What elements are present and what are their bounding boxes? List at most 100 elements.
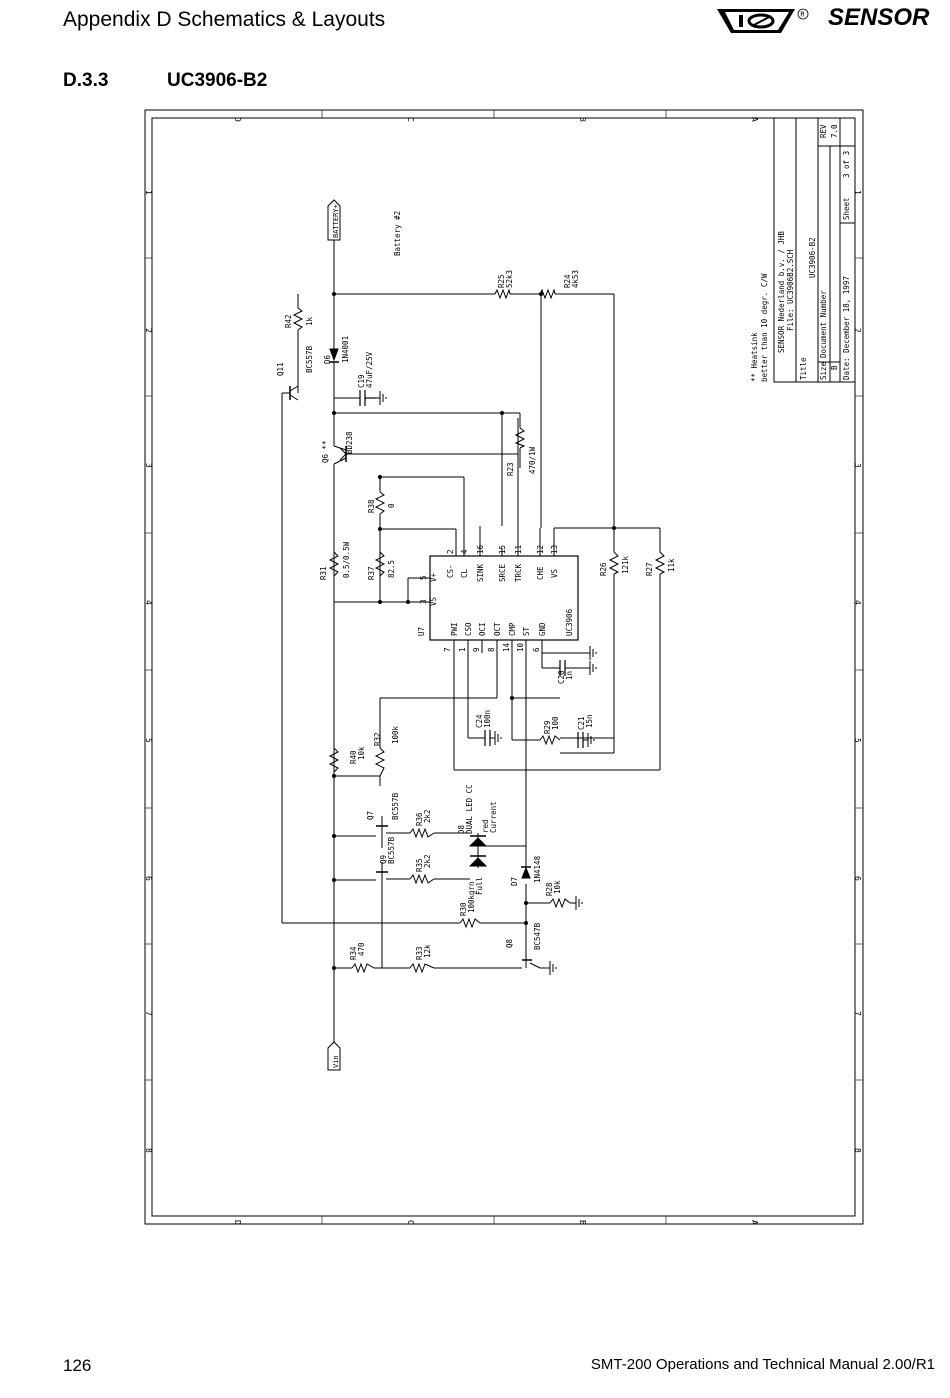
registered-mark-icon: R [797,8,809,20]
zone-number: 8 [853,1148,862,1153]
rev-value: 7.0 [830,124,839,138]
q9-ref: Q9 [379,855,388,864]
ic-pin-num: 15 [498,545,507,554]
ic-u7-body [429,555,579,641]
r40-value: 10k [357,746,366,760]
zone-letter: C [406,1220,415,1225]
r27-value: 11k [667,558,676,572]
vin-net-label: Vin [332,1055,340,1068]
ic-part: UC3906 [565,608,574,636]
r42-value: 1k [305,316,314,326]
date-label: Date: December 18, 1997 [842,276,851,380]
d8-value: DUAL LED CC [465,784,474,834]
d7-ref: D7 [510,877,519,886]
ic-pin-num: 16 [476,544,485,554]
resistor-r35 [409,873,435,885]
r31-value: 0.5/0.5W [342,541,351,578]
resistor-r36 [409,827,435,839]
ic-pin-num: 14 [502,642,511,652]
q8-value: BC547B [533,922,542,950]
d8-ref: D8 [457,824,466,834]
resistor-r26 [608,551,620,575]
ic-pin-name: ST [522,626,531,636]
r23-ref: R23 [506,462,515,476]
r26-value: 121k [621,555,630,574]
resistor-r42 [292,307,304,331]
schematic-sheet: D C B A D C B A 1 2 3 4 5 6 7 8 1 2 3 4 … [144,109,864,1225]
zone-letter: B [578,1220,587,1225]
battery-net-flag: BATTERY+ [327,199,341,241]
ic-pin-name: SINK [476,563,485,582]
r32-value: 100k [391,725,400,744]
ground-icon [542,646,597,660]
ic-pin-num: 3 [419,599,428,604]
r24-ref: R24 [563,274,572,288]
resistor-r38 [374,491,386,515]
outer-frame [144,109,864,1225]
r33-value: 12k [423,944,432,958]
ic-pin-name: PWI [450,622,459,636]
rev-label: REV [819,124,828,138]
schematic-labels: BATTERY+ Battery #2 Vin R42 1k Q11 BC557… [276,199,676,1071]
zone-number: 2 [853,328,862,333]
ic-pin-num: 10 [516,642,525,652]
zone-number: 4 [144,600,153,605]
r29-ref: R29 [543,720,552,734]
resistor-r24 [539,288,556,300]
ic-pin-num: 11 [514,545,523,554]
header-title: Appendix D Schematics & Layouts [63,8,386,31]
r36-value: 2k2 [423,809,432,823]
resistor-r30 [459,917,481,929]
svg-text:R: R [800,11,805,19]
ic-pin-name: SRCE [498,563,507,582]
resistor-r29 [539,734,561,746]
r28-value: 10k [553,880,562,894]
led-red-meaning: Current [489,801,498,833]
ic-pin-num: 2 [446,549,455,554]
ground-icon [565,661,597,675]
ic-pin-stubs [455,526,555,556]
c20-value: 1n [565,671,574,680]
q9-value: BC557B [387,836,396,864]
zone-number: 3 [853,463,862,468]
r28-ref: R28 [545,882,554,896]
resistor-r28 [549,897,571,909]
q6-ref: Q6 ** [321,440,330,463]
r36-ref: R36 [415,812,424,826]
resistor-r31 [328,551,340,577]
note-better: better than 10 degr. C/W [760,273,769,382]
zone-letter: B [578,117,587,122]
zone-number: 5 [853,738,862,743]
q7-value: BC557B [391,792,400,820]
ic-pin-num: 13 [550,545,559,554]
ic-pin-name: VS [550,568,559,578]
capacitor-c19 [359,390,376,406]
c19-ref: C19 [357,374,366,388]
r25-ref: R25 [497,274,506,288]
ground-icon [583,733,595,747]
d6-ref: D6 [323,354,332,364]
ic-pin-name: CSO [464,622,473,636]
brand-name: SENSOR [828,4,930,31]
ground-symbols [376,391,597,975]
zone-number: 2 [144,328,153,333]
ic-pin-name: CS- [446,564,455,578]
battery-net-label: BATTERY+ [332,204,340,238]
ic-pin-num: 5 [419,575,428,580]
ic-pin-num: 8 [487,647,496,652]
resistor-r34 [351,962,375,974]
vin-net-flag: Vin [327,1041,341,1071]
title-value: UC3906-B2 [808,237,817,278]
r32-ref: R32 [373,732,382,746]
resistor-r37 [374,551,386,577]
r26-ref: R26 [599,562,608,576]
zone-letter: C [406,117,415,122]
zone-number: 7 [853,1011,862,1016]
capacitor-c21 [577,732,584,748]
led-grn-color: grn [467,881,476,895]
ic-pin-name: OCI [478,622,487,636]
q11-ref: Q11 [276,362,285,376]
zone-letter: D [233,1220,242,1225]
ground-icon [548,961,557,975]
r35-ref: R35 [415,858,424,872]
